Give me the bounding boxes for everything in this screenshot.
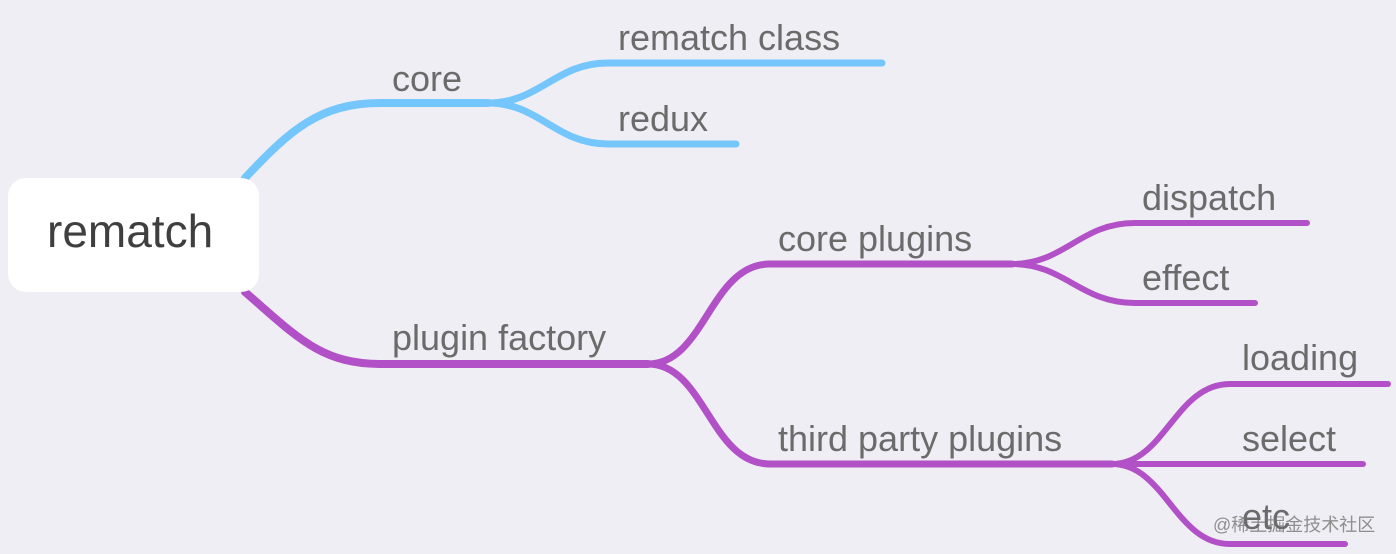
node-loading[interactable]: loading — [1242, 337, 1359, 378]
connector-root-core — [241, 99, 492, 182]
connector-plugin-factory-core-plugins — [644, 260, 1016, 368]
node-core-plugins[interactable]: core plugins — [778, 218, 973, 259]
root-node[interactable] — [8, 178, 259, 292]
root-node-label: rematch — [47, 205, 214, 257]
connector-third-party-loading — [1109, 381, 1391, 467]
connector-core-plugins-dispatch — [1009, 220, 1310, 267]
node-select[interactable]: select — [1242, 418, 1337, 459]
node-dispatch[interactable]: dispatch — [1142, 177, 1277, 218]
node-plugin-factory[interactable]: plugin factory — [392, 317, 607, 358]
node-effect[interactable]: effect — [1142, 257, 1230, 298]
node-redux[interactable]: redux — [618, 98, 709, 139]
connector-core-redux — [484, 99, 740, 148]
node-third-party-plugins[interactable]: third party plugins — [778, 418, 1063, 459]
node-etc[interactable]: etc — [1242, 496, 1291, 537]
connector-plugin-factory-third-party-plugins — [644, 360, 1116, 468]
node-rematch-class[interactable]: rematch class — [618, 17, 841, 58]
connector-core-plugins-effect — [1009, 261, 1258, 306]
connector-core-rematch-class — [484, 59, 886, 107]
watermark: @稀土掘金技术社区 — [1213, 515, 1376, 535]
node-core[interactable]: core — [392, 58, 463, 99]
connector-third-party-etc — [1109, 461, 1348, 547]
connector-root-plugin-factory — [241, 288, 652, 368]
